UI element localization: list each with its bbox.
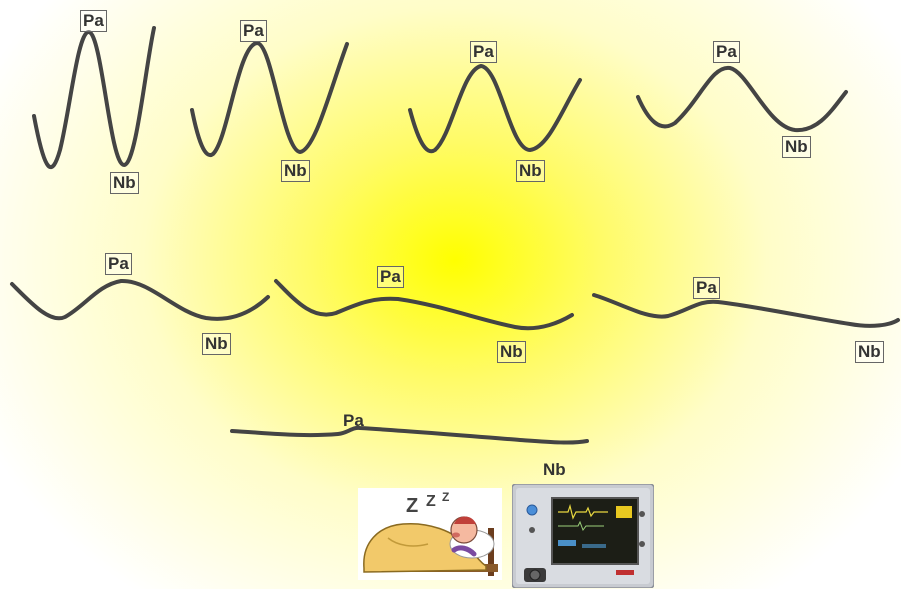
wave-6 <box>274 279 574 331</box>
svg-text:Z: Z <box>406 495 418 517</box>
wave-5 <box>10 278 270 321</box>
wave-4 <box>636 65 848 133</box>
label-nb-5: Nb <box>202 333 231 355</box>
wave-2 <box>190 41 349 158</box>
label-pa-7: Pa <box>693 277 720 299</box>
sleeping-person-icon: Z Z Z <box>358 488 502 580</box>
label-nb-1: Nb <box>110 172 139 194</box>
svg-text:Z: Z <box>426 493 436 510</box>
svg-text:Z: Z <box>442 490 449 504</box>
label-pa-4: Pa <box>713 41 740 63</box>
label-nb-6: Nb <box>497 341 526 363</box>
wave-8 <box>230 425 589 445</box>
label-pa-8: Pa <box>343 411 364 430</box>
label-nb-3: Nb <box>516 160 545 182</box>
label-pa-6: Pa <box>377 266 404 288</box>
label-pa-2: Pa <box>240 20 267 42</box>
label-nb-8: Nb <box>543 460 566 479</box>
wave-7 <box>592 293 900 328</box>
label-nb-7: Nb <box>855 341 884 363</box>
label-pa-5: Pa <box>105 253 132 275</box>
label-pa-1: Pa <box>80 10 107 32</box>
patient-monitor-icon <box>512 484 654 588</box>
wave-1 <box>32 26 156 170</box>
label-pa-3: Pa <box>470 41 497 63</box>
label-nb-4: Nb <box>782 136 811 158</box>
label-nb-2: Nb <box>281 160 310 182</box>
wave-3 <box>408 64 582 154</box>
